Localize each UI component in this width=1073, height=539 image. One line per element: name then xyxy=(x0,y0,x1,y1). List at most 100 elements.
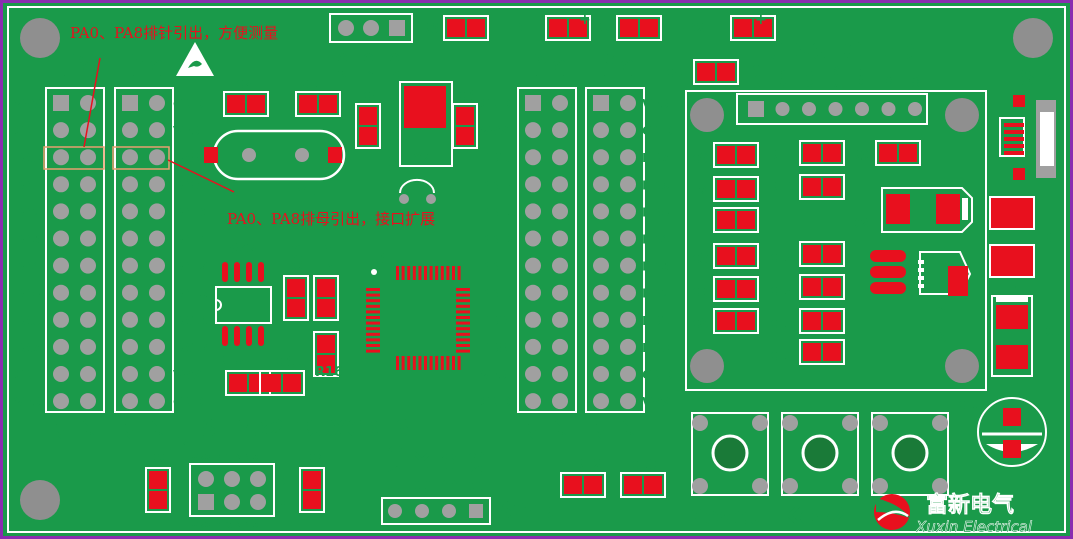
outline xyxy=(443,15,489,41)
pin xyxy=(593,176,609,193)
pad xyxy=(359,127,377,145)
pad xyxy=(624,476,642,494)
pin xyxy=(552,393,568,410)
swd-pin-dio: DIO xyxy=(438,453,462,494)
mcu-pin xyxy=(396,266,399,280)
mcu-pin xyxy=(429,356,433,370)
outline xyxy=(799,241,845,267)
label-f1: F1 xyxy=(1040,232,1058,247)
pin xyxy=(149,338,165,355)
capacitor-c12-label: C12 xyxy=(768,349,796,364)
resistor-r16: R16 xyxy=(313,331,343,380)
capacitor-c11: C11 xyxy=(956,397,1047,467)
outline xyxy=(693,59,739,85)
pin-label: PA4 xyxy=(14,259,41,274)
pad xyxy=(317,299,335,317)
mcu-pin xyxy=(424,356,427,370)
pin xyxy=(620,311,636,328)
pin xyxy=(593,311,609,328)
boot-bottom-label: V33 BT0 GND xyxy=(191,521,258,531)
capacitor-c6: C6 xyxy=(690,308,759,334)
pin-label-pc15: PC15 xyxy=(335,44,349,78)
d2-plus: + xyxy=(868,202,880,218)
resistor-r12: R12 xyxy=(560,458,606,498)
outline xyxy=(355,103,381,149)
pad xyxy=(717,146,735,164)
header-ref: P8 xyxy=(596,53,615,68)
header-outline xyxy=(45,87,105,413)
resistor-r16-label: R16 xyxy=(315,365,343,380)
pin-label: PB5 xyxy=(642,204,669,219)
led-led1-label: LED1 xyxy=(495,22,532,37)
swd-pin-clk: CLK xyxy=(411,450,435,494)
pin-label: V33 xyxy=(14,394,41,409)
pad xyxy=(823,278,841,296)
boot-num-1: 1 xyxy=(177,495,187,511)
button-pad xyxy=(692,415,708,431)
pad xyxy=(717,63,735,81)
pin xyxy=(525,311,541,328)
button-pad xyxy=(932,478,948,494)
pad xyxy=(823,312,841,330)
pin-label: PA2 xyxy=(14,204,40,219)
pin xyxy=(593,393,609,410)
oled-pin xyxy=(881,102,896,116)
swd-pin-v33: V33 xyxy=(465,451,489,494)
button-pad xyxy=(752,415,768,431)
button-cap[interactable] xyxy=(891,434,929,472)
pin xyxy=(525,338,541,355)
pin xyxy=(552,284,568,301)
pin xyxy=(620,257,636,274)
label-u6: U6 xyxy=(927,331,947,346)
pin xyxy=(552,257,568,274)
outline xyxy=(799,274,845,300)
pin-label: V33 xyxy=(642,96,669,111)
pin xyxy=(593,257,609,274)
pad xyxy=(717,312,735,330)
outline xyxy=(295,91,341,117)
mcu-pin xyxy=(366,332,380,336)
mounting-hole xyxy=(1013,18,1053,58)
oled-pin xyxy=(828,102,843,116)
capacitor-c10-label: C10 xyxy=(629,458,657,473)
pin xyxy=(593,149,609,166)
pin-label: PA3 xyxy=(14,232,40,247)
annotation-arrow-middle xyxy=(167,159,235,193)
pin-label: V5V xyxy=(173,367,201,382)
pin xyxy=(552,366,568,382)
led-led2-label: LED2 xyxy=(668,22,705,37)
pad xyxy=(299,95,317,113)
pad xyxy=(803,278,821,296)
resistor-r2: R2 xyxy=(145,453,171,513)
mounting-hole xyxy=(20,18,60,58)
label-u3: U3 xyxy=(366,252,386,267)
outline xyxy=(713,207,759,233)
mcu-pin xyxy=(456,316,470,319)
pin xyxy=(80,149,96,166)
pin xyxy=(80,284,96,301)
button-cap[interactable] xyxy=(801,434,839,472)
pad xyxy=(737,247,755,265)
capacitor-c4-label: C4 xyxy=(361,89,380,104)
pin xyxy=(80,203,96,220)
mcu-pin xyxy=(407,356,411,370)
capacitor-c2-label: C2 xyxy=(234,77,253,92)
pin xyxy=(593,284,609,301)
mcu-pin xyxy=(456,349,470,353)
pin xyxy=(53,203,69,220)
pad xyxy=(803,178,821,196)
pin xyxy=(53,230,69,247)
pin-label: PA11 xyxy=(173,232,208,247)
pin-square xyxy=(525,95,541,111)
mcu-pin xyxy=(401,356,405,370)
capacitor-c3-label: C3 xyxy=(456,89,475,104)
led-led2: LED2 xyxy=(668,15,776,41)
pad xyxy=(823,178,841,196)
button-pad xyxy=(872,478,888,494)
d1-minus: − xyxy=(1004,277,1017,296)
mcu-pin xyxy=(456,344,470,347)
button-cap[interactable] xyxy=(711,434,749,472)
annotation-middle: PA0、PA8排母引出，接口扩展 xyxy=(227,210,435,228)
pin xyxy=(122,230,138,247)
pin-label: PA14 xyxy=(173,313,208,328)
